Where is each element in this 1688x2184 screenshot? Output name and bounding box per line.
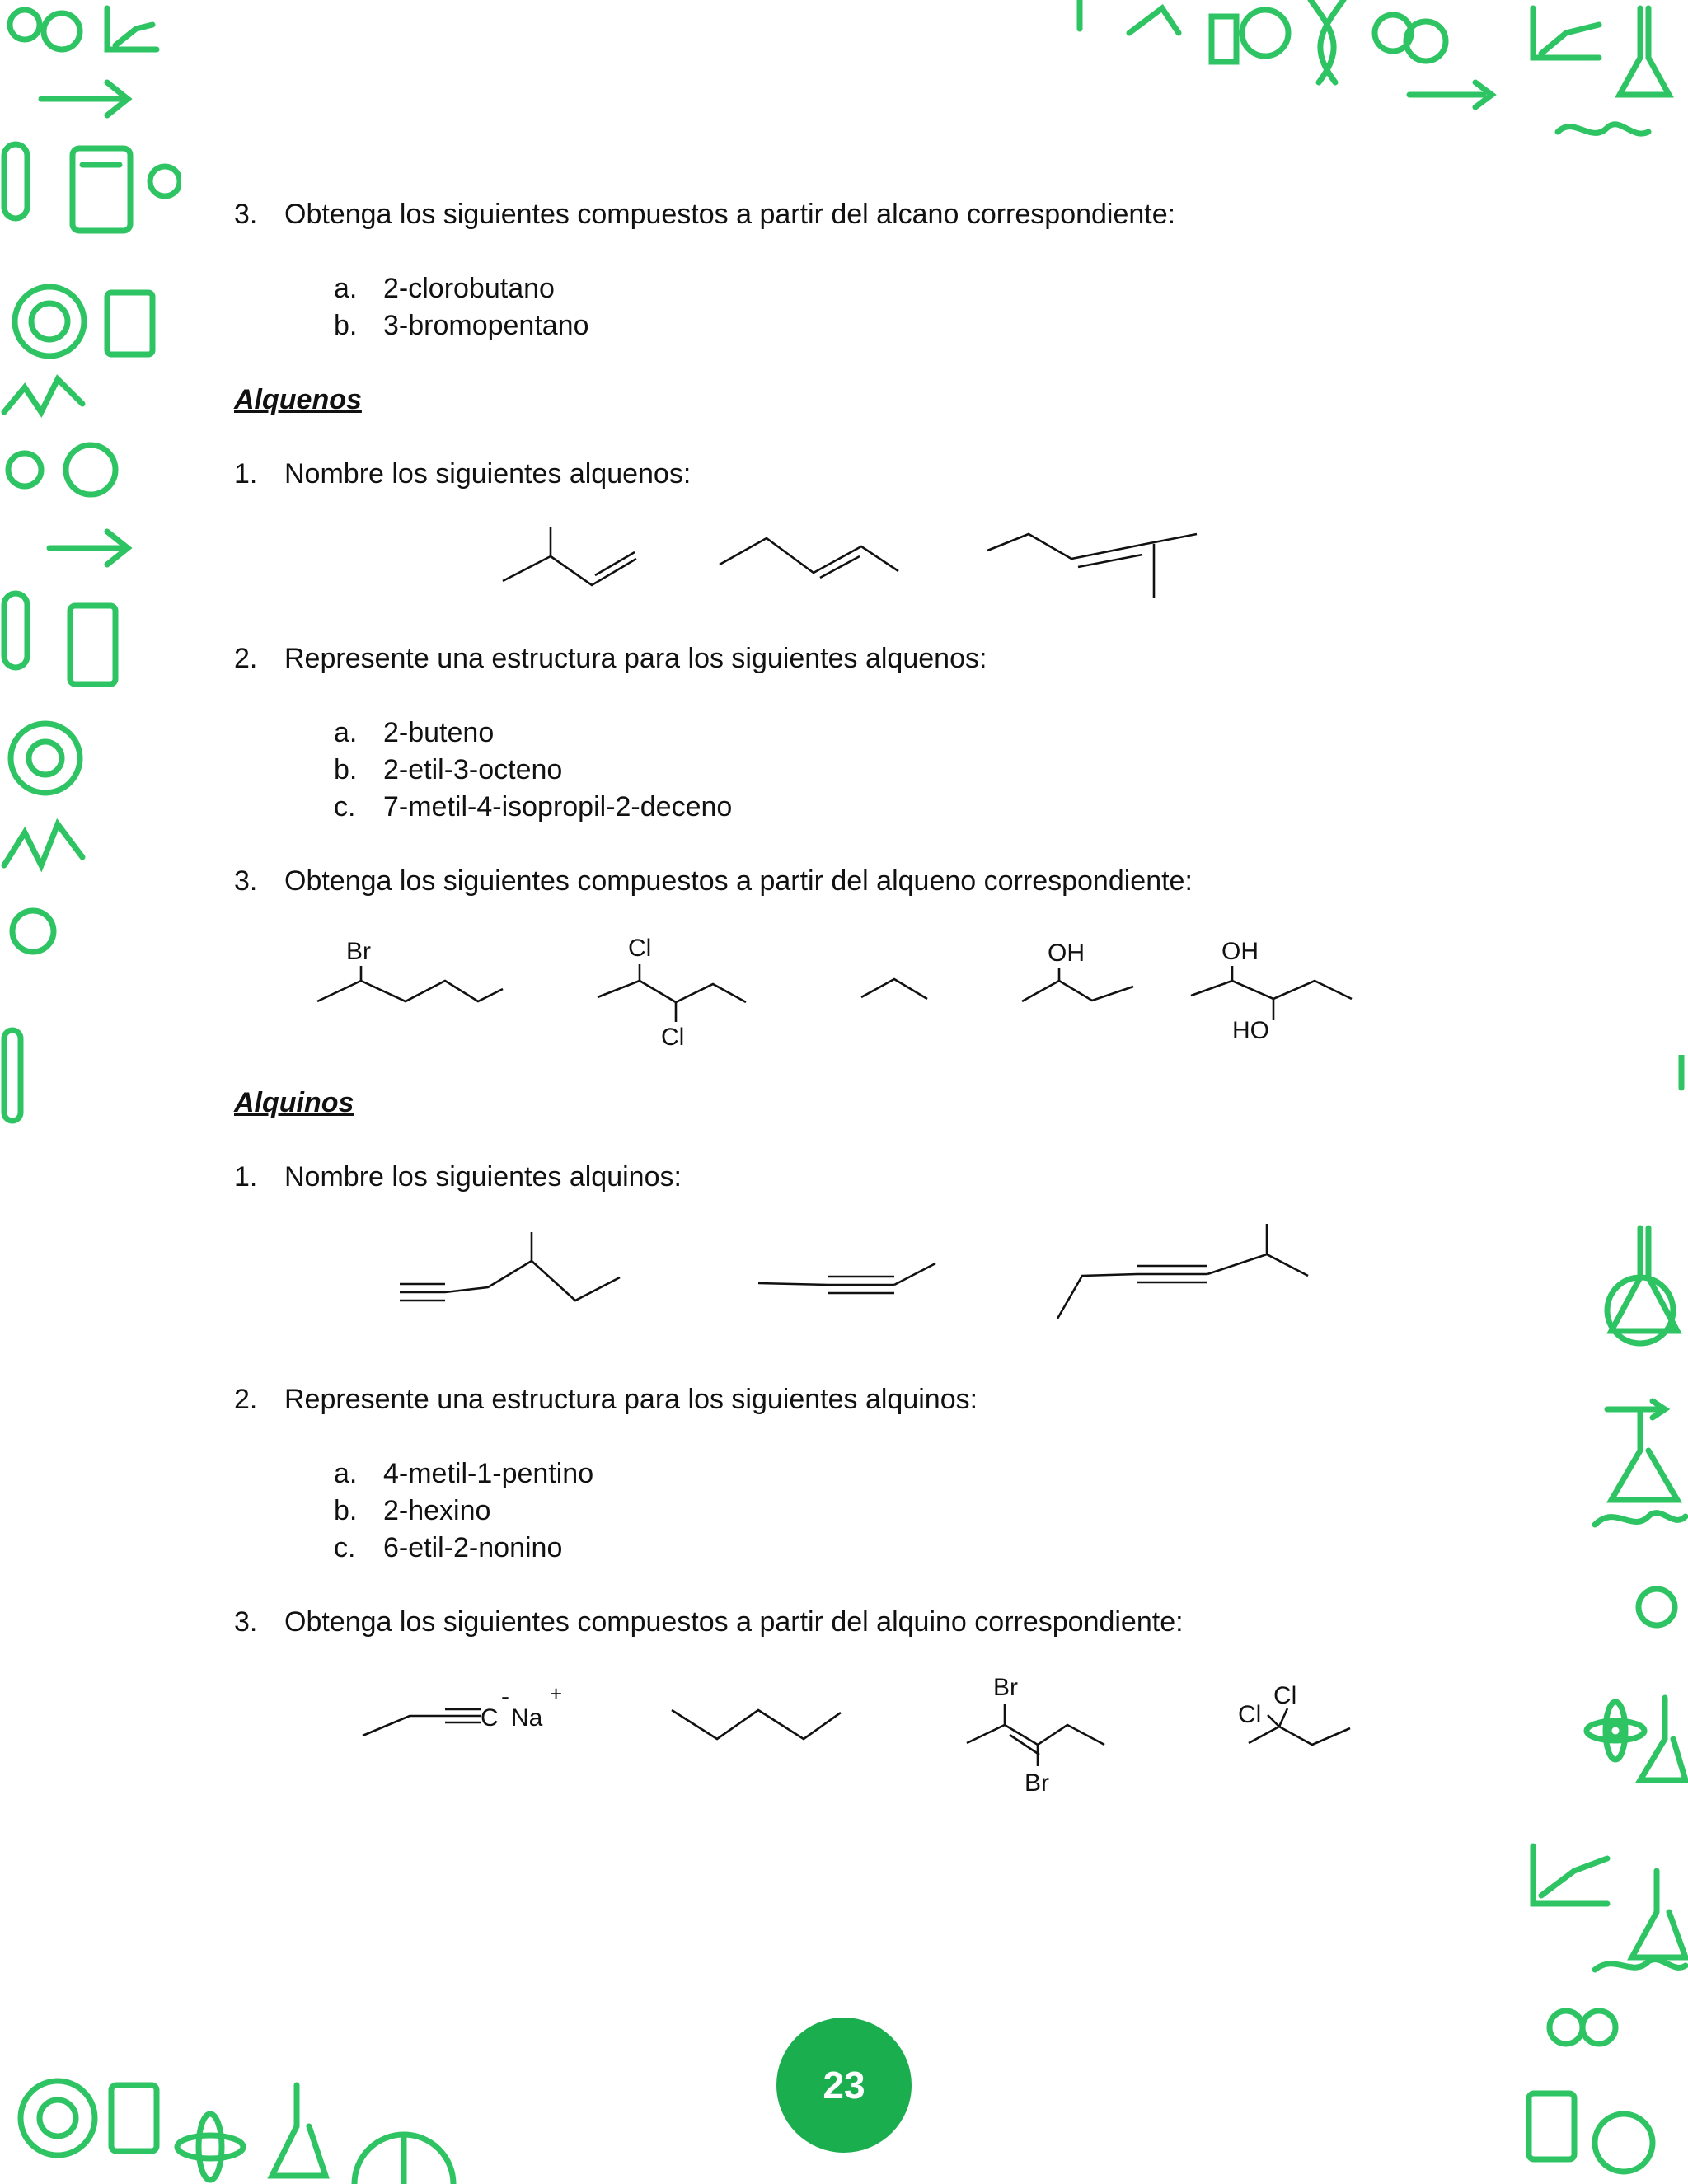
list-item-letter: a.	[334, 1458, 358, 1489]
product-pentanediol: OH HO	[1187, 931, 1360, 1051]
list-item: 6-etil-2-nonino	[383, 1532, 563, 1563]
question-number: 3.	[234, 199, 258, 230]
list-item: 3-bromopentano	[383, 310, 589, 341]
list-item-letter: a.	[334, 717, 358, 748]
list-item: 2-clorobutano	[383, 273, 555, 304]
list-item: 4-metil-1-pentino	[383, 1458, 594, 1489]
product-pentane	[668, 1698, 849, 1751]
chlorine-label: Cl	[1273, 1682, 1296, 1709]
question-text: Represente una estructura para los sigui…	[284, 1384, 978, 1415]
product-propane	[857, 972, 931, 1010]
question-text: Represente una estructura para los sigui…	[284, 643, 987, 674]
list-item: 2-buteno	[383, 717, 495, 748]
page-number-badge: 23	[776, 2018, 912, 2153]
right-border-decoration	[1517, 1055, 1688, 2184]
alkyne-structure-2	[754, 1257, 944, 1302]
chlorine-label: Cl	[661, 1024, 684, 1051]
chlorine-label: Cl	[1238, 1701, 1261, 1728]
chlorine-label: Cl	[628, 935, 651, 962]
product-dichloropentane: Cl Cl	[593, 930, 758, 1057]
hydroxyl-label: OH	[1048, 940, 1085, 967]
hydroxyl-label: OH	[1221, 938, 1259, 965]
question-number: 1.	[234, 1161, 258, 1193]
top-border-decoration	[948, 0, 1688, 165]
product-sodium-propynide: C - Na +	[359, 1681, 573, 1751]
alkene-structure-2	[713, 532, 903, 593]
list-item-letter: b.	[334, 754, 358, 785]
alkyne-structure-1	[396, 1228, 626, 1315]
question-number: 1.	[234, 458, 258, 490]
question-text: Nombre los siguientes alquenos:	[284, 458, 692, 490]
bottom-border-decoration	[0, 2052, 626, 2184]
product-dibromopentene: Br Br	[960, 1669, 1109, 1805]
alkyne-structure-3	[1051, 1220, 1315, 1327]
question-number: 3.	[234, 865, 258, 897]
product-dichlorobutane: Cl Cl	[1236, 1677, 1360, 1764]
left-border-decoration	[0, 0, 181, 1137]
bromine-label: Br	[1025, 1769, 1049, 1797]
list-item: 7-metil-4-isopropil-2-deceno	[383, 791, 733, 823]
bromine-label: Br	[346, 938, 371, 965]
list-item-letter: b.	[334, 310, 358, 341]
list-item-letter: c.	[334, 791, 356, 823]
question-number: 2.	[234, 643, 258, 674]
section-heading-alquinos: Alquinos	[234, 1087, 354, 1118]
list-item-letter: c.	[334, 1532, 356, 1563]
carbon-label: C	[481, 1704, 499, 1732]
question-text: Obtenga los siguientes compuestos a part…	[284, 1606, 1184, 1638]
list-item-letter: b.	[334, 1495, 358, 1526]
alkene-structure-3	[981, 527, 1203, 614]
charge-plus-label: +	[550, 1681, 562, 1706]
question-text: Obtenga los siguientes compuestos a part…	[284, 865, 1193, 897]
question-number: 2.	[234, 1384, 258, 1415]
product-butanol: OH	[1018, 933, 1142, 1019]
bromine-label: Br	[993, 1674, 1018, 1701]
alkene-structure-1	[495, 519, 651, 598]
question-number: 3.	[234, 1606, 258, 1638]
question-text: Nombre los siguientes alquinos:	[284, 1161, 682, 1193]
sodium-label: Na	[511, 1704, 543, 1732]
section-heading-alquenos: Alquenos	[234, 384, 362, 415]
list-item-letter: a.	[334, 273, 358, 304]
product-bromohexane: Br	[313, 931, 511, 1018]
list-item: 2-hexino	[383, 1495, 491, 1526]
hydroxyl-label: HO	[1232, 1017, 1269, 1044]
list-item: 2-etil-3-octeno	[383, 754, 563, 785]
question-text: Obtenga los siguientes compuestos a part…	[284, 199, 1176, 230]
charge-minus-label: -	[501, 1683, 509, 1710]
